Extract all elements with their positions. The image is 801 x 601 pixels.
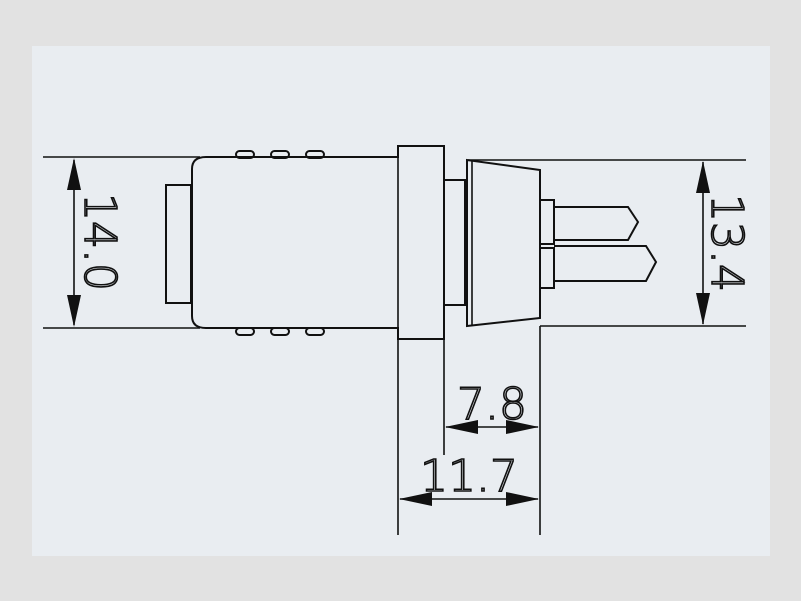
neck [443,179,466,306]
dimension-label-11-7: 11.7 [420,451,518,502]
dimension-label-13-4: 13.4 [701,194,752,292]
arrow-left-icon [445,420,478,434]
arrow-down-icon [67,295,81,327]
main-housing [191,145,445,340]
terminal-base-upper [539,199,555,245]
latch-top-1 [235,150,255,159]
connector-part [165,145,658,340]
pin-lower [554,245,658,282]
latch-bottom-3 [305,327,325,336]
drawing-frame [32,46,770,556]
arrow-up-icon [696,161,710,193]
latch-bottom-2 [270,327,290,336]
width-dimensions: 7.8 11.7 [397,326,541,535]
arrow-up-icon [67,158,81,190]
right-height-dimension: 13.4 [468,159,753,327]
arrow-right-icon [506,420,539,434]
latch-top-2 [270,150,290,159]
arrow-right-icon [506,492,539,506]
rear-cap [466,158,541,328]
latch-top-3 [305,150,325,159]
left-height-dimension: 14.0 [43,156,200,329]
arrow-down-icon [696,293,710,325]
terminal-base-lower [539,247,555,289]
latch-bottom-1 [235,327,255,336]
pin-upper [554,206,640,241]
dimension-label-7-8: 7.8 [457,379,527,430]
dimension-label-14: 14.0 [74,193,125,291]
arrow-left-icon [399,492,432,506]
front-flange [165,184,192,304]
